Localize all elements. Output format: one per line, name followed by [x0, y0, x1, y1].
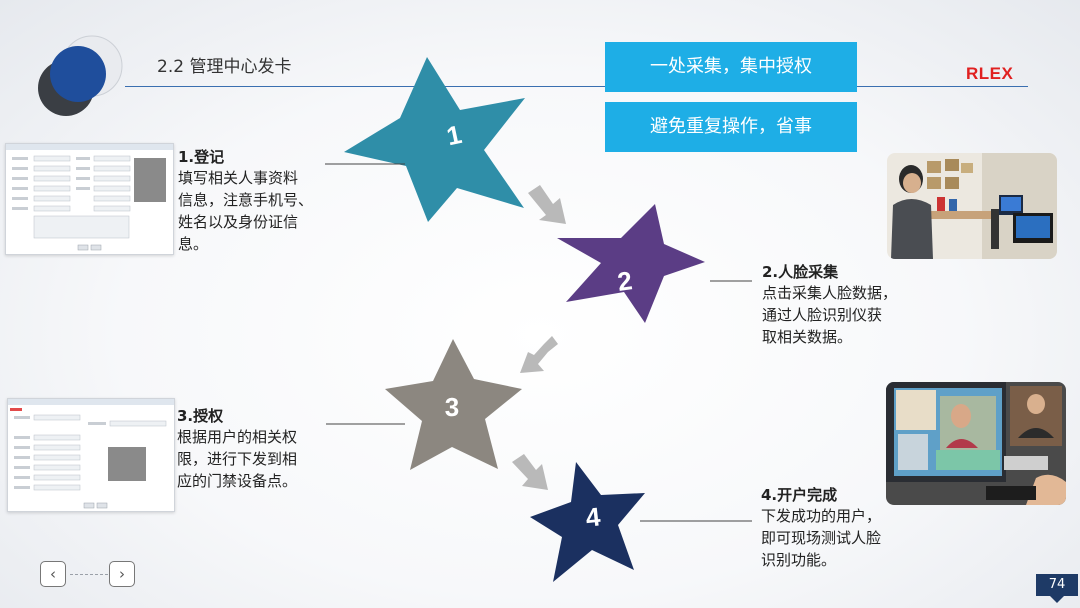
banner-collect: 一处采集，集中授权: [605, 42, 857, 92]
step-2-line-2: 通过人脸识别仪获: [762, 306, 883, 324]
face-capture-photo: [887, 153, 1057, 259]
step-4-line-1: 下发成功的用户，: [761, 507, 882, 525]
star-3: [385, 339, 522, 470]
step-4-line-3: 识别功能。: [761, 551, 837, 569]
star-1-number: 1: [444, 119, 464, 151]
account-complete-photo: [886, 382, 1066, 505]
step-1-line-4: 息。: [178, 235, 209, 253]
photo-illustration: [886, 382, 1066, 505]
star-1: [344, 57, 525, 222]
step-2-line-1: 点击采集人脸数据，: [762, 284, 898, 302]
logo-circles: [38, 35, 123, 116]
registration-form-screenshot: [5, 143, 174, 255]
next-button[interactable]: ›: [109, 561, 135, 587]
authorization-form-screenshot: [7, 398, 175, 512]
page-number: 74: [1036, 574, 1078, 596]
step-2-title: 2.人脸采集: [762, 263, 839, 281]
chevron-right-icon: ›: [119, 565, 125, 583]
star-2-number: 2: [615, 265, 634, 297]
step-4-line-2: 即可现场测试人脸: [761, 529, 882, 547]
step-4-text: 4.开户完成 下发成功的用户， 即可现场测试人脸 识别功能。: [761, 484, 921, 571]
step-2-line-3: 取相关数据。: [762, 328, 853, 346]
star-2: [557, 204, 705, 323]
brand-logo: RLEX: [966, 64, 1014, 83]
step-1-line-3: 姓名以及身份证信: [178, 213, 299, 231]
step-1-line-2: 信息，注意手机号、: [178, 191, 314, 209]
arrow-3-to-4: [512, 454, 548, 490]
form-mockup: [8, 399, 174, 509]
banner-avoid-repeat: 避免重复操作，省事: [605, 102, 857, 152]
prev-button[interactable]: ‹: [40, 561, 66, 587]
page-number-pointer: [1050, 596, 1064, 603]
photo-illustration: [887, 153, 1057, 259]
step-1-title: 1.登记: [178, 148, 225, 166]
arrow-1-to-2: [528, 185, 566, 224]
step-1-text: 1.登记 填写相关人事资料 信息，注意手机号、 姓名以及身份证信 息。: [178, 146, 328, 255]
star-4-number: 4: [584, 501, 602, 532]
step-2-text: 2.人脸采集 点击采集人脸数据， 通过人脸识别仪获 取相关数据。: [762, 261, 922, 348]
step-4-title: 4.开户完成: [761, 486, 838, 504]
arrow-2-to-3: [520, 336, 558, 373]
step-3-text: 3.授权 根据用户的相关权 限，进行下发到相 应的门禁设备点。: [177, 405, 327, 492]
header-divider: [125, 86, 1028, 87]
chevron-left-icon: ‹: [50, 565, 56, 583]
page-title: 2.2 管理中心发卡: [157, 57, 292, 77]
step-3-title: 3.授权: [177, 407, 224, 425]
star-4: [530, 462, 645, 582]
step-3-line-2: 限，进行下发到相: [177, 450, 298, 468]
nav-divider: [70, 574, 108, 575]
step-3-line-3: 应的门禁设备点。: [177, 472, 298, 490]
form-mockup: [6, 144, 173, 251]
step-3-line-1: 根据用户的相关权: [177, 428, 298, 446]
star-3-number: 3: [445, 392, 459, 422]
step-1-line-1: 填写相关人事资料: [178, 169, 299, 187]
